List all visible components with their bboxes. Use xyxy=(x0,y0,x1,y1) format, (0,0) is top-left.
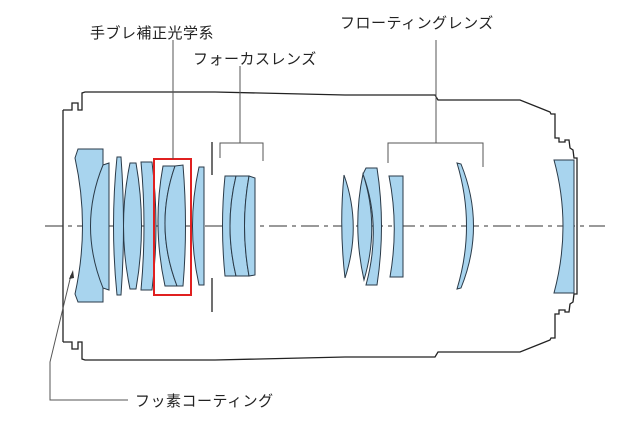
stabilizer-label: 手ブレ補正光学系 xyxy=(90,24,215,42)
fluorine-leader-line xyxy=(49,274,128,401)
floating-label: フローティングレンズ xyxy=(340,14,494,32)
arrow-head-icon xyxy=(69,270,74,279)
floating-bracket xyxy=(387,40,484,167)
lens-element-7 xyxy=(341,174,354,279)
fluorine-coating-label: フッ素コーティング xyxy=(135,392,274,410)
rear-lens-element xyxy=(553,159,575,294)
lens-element-2 xyxy=(90,162,110,291)
is-lens-element-b xyxy=(164,164,186,287)
focus-label: フォーカスレンズ xyxy=(193,50,317,68)
focus-bracket xyxy=(219,66,264,161)
lens-element-4 xyxy=(123,162,142,290)
lens-element-8a xyxy=(357,172,373,282)
lens-element-8b xyxy=(362,167,382,286)
floating-lens-element-a xyxy=(388,175,404,278)
lens-element-3 xyxy=(113,156,124,296)
floating-lens-element-b xyxy=(456,162,474,290)
lens-element-6 xyxy=(192,166,205,286)
focus-lens-element-c xyxy=(244,175,256,277)
